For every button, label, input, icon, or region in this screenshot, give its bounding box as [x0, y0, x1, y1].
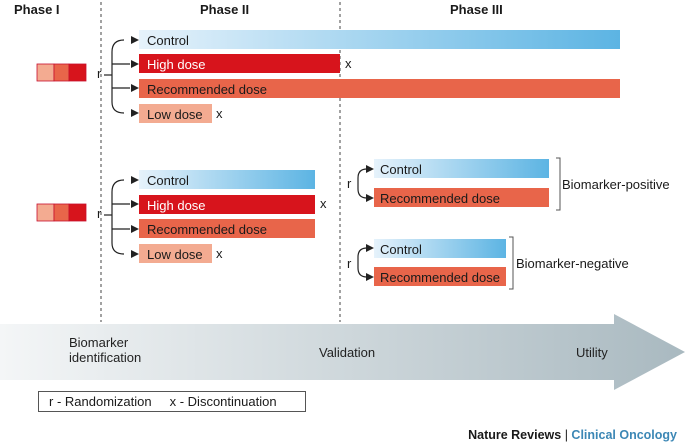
top-recommended-dose-bar	[139, 79, 620, 98]
arrow-stage-1-line-2: identification	[69, 350, 141, 365]
randomization-bracket-top	[104, 39, 130, 114]
progression-arrow	[0, 314, 685, 390]
top-low-dose-discontinuation: x	[216, 106, 223, 121]
bottom-control-bar	[139, 170, 315, 189]
positive-group-bracket	[556, 157, 561, 211]
biomarker-negative-label: Biomarker-negative	[516, 256, 629, 271]
randomization-bracket-bottom	[104, 179, 130, 255]
randomization-bracket-positive	[357, 168, 368, 199]
arrow-stage-3: Utility	[576, 345, 608, 360]
randomization-marker-negative: r	[347, 256, 352, 271]
credit-separator: |	[564, 428, 568, 442]
phase-1-header: Phase I	[14, 2, 60, 17]
positive-recommended-dose-bar	[374, 188, 549, 207]
bottom-high-dose-label: High dose	[147, 198, 206, 213]
negative-recommended-dose-bar	[374, 267, 506, 286]
journal-credit: Nature Reviews | Clinical Oncology	[468, 428, 677, 442]
bottom-low-dose-discontinuation: x	[216, 246, 223, 261]
legend: r - Randomization x - Discontinuation	[38, 391, 306, 412]
randomization-marker-top: r	[97, 66, 102, 81]
bracket-arrowheads-negative	[366, 244, 374, 281]
positive-recommended-dose-label: Recommended dose	[380, 191, 500, 206]
legend-randomization: r - Randomization	[49, 394, 152, 409]
journal-section: Clinical Oncology	[571, 428, 677, 442]
top-control-bar	[139, 30, 620, 49]
bottom-low-dose-bar	[139, 244, 212, 263]
arrow-stage-2: Validation	[319, 345, 375, 360]
bottom-low-dose-label: Low dose	[147, 247, 203, 262]
top-low-dose-label: Low dose	[147, 107, 203, 122]
top-recommended-dose-label: Recommended dose	[147, 82, 267, 97]
bracket-arrowheads-positive	[366, 165, 374, 202]
legend-discontinuation: x - Discontinuation	[169, 394, 277, 409]
negative-recommended-dose-label: Recommended dose	[380, 270, 500, 285]
bottom-recommended-dose-bar	[139, 219, 315, 238]
biomarker-positive-label: Biomarker-positive	[562, 177, 670, 192]
randomization-bracket-negative	[357, 247, 368, 278]
negative-control-bar	[374, 239, 506, 258]
arrow-stage-1-line-1: Biomarker	[69, 335, 129, 350]
bottom-control-label: Control	[147, 173, 189, 188]
top-high-dose-label: High dose	[147, 57, 206, 72]
bracket-arrowheads-bottom	[131, 176, 139, 258]
top-control-label: Control	[147, 33, 189, 48]
positive-control-label: Control	[380, 162, 422, 177]
positive-control-bar	[374, 159, 549, 178]
bottom-recommended-dose-label: Recommended dose	[147, 222, 267, 237]
top-high-dose-bar	[139, 54, 340, 73]
top-low-dose-bar	[139, 104, 212, 123]
dose-escalation-block-top	[36, 63, 87, 82]
randomization-marker-positive: r	[347, 176, 352, 191]
phase-2-header: Phase II	[200, 2, 249, 17]
dose-escalation-block-bottom	[36, 203, 87, 222]
journal-name: Nature Reviews	[468, 428, 562, 442]
bracket-arrowheads-top	[131, 36, 139, 117]
negative-control-label: Control	[380, 242, 422, 257]
bottom-high-dose-discontinuation: x	[320, 196, 327, 211]
phase-3-header: Phase III	[450, 2, 503, 17]
bottom-high-dose-bar	[139, 195, 315, 214]
negative-group-bracket	[509, 236, 514, 290]
randomization-marker-bottom: r	[97, 206, 102, 221]
top-high-dose-discontinuation: x	[345, 56, 352, 71]
